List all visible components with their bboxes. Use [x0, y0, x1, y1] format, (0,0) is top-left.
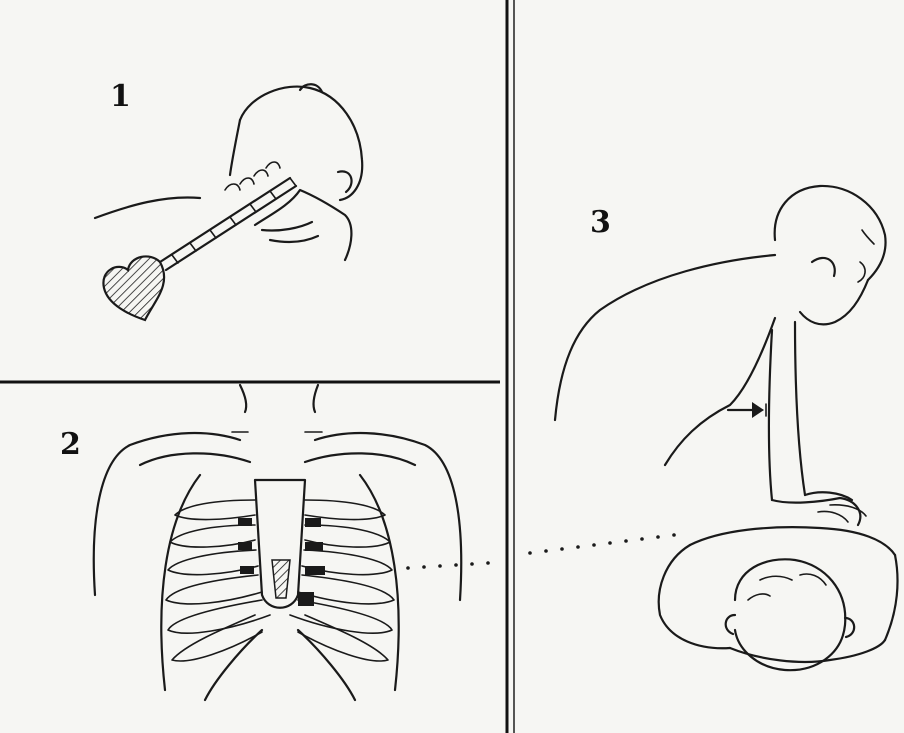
dotted-leader — [406, 533, 676, 570]
panel-1-drawing — [95, 84, 362, 320]
heart-icon — [103, 256, 164, 320]
panel-number-2: 2 — [60, 430, 81, 460]
panel-number-1: 1 — [110, 82, 131, 112]
right-arrow-icon — [728, 402, 766, 418]
panel-number-3: 3 — [590, 208, 611, 238]
panel-3-drawing — [555, 186, 898, 670]
panel-2-drawing — [94, 385, 676, 700]
